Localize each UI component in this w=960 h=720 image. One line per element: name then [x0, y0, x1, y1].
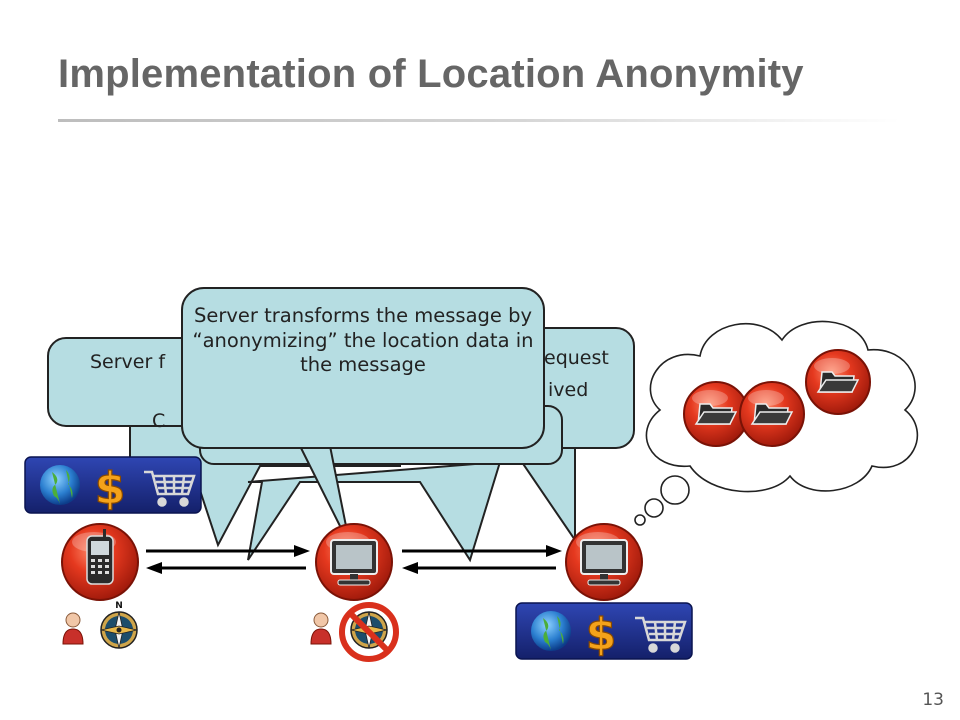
computer-icon	[580, 539, 628, 586]
callout-right-text-line2: ived	[548, 379, 589, 401]
person-icon	[310, 612, 332, 645]
client-node	[61, 523, 139, 601]
person-icon	[62, 612, 84, 645]
folder-icon	[683, 381, 749, 447]
cloud-folders	[683, 349, 871, 447]
page-number: 13	[922, 690, 944, 710]
computer-icon	[330, 539, 378, 586]
callout-left-lower-fragment: C	[152, 410, 166, 432]
mobile-phone-icon	[86, 529, 114, 585]
folder-icon	[739, 381, 805, 447]
callout-left-text-fragment: Server f	[90, 351, 166, 373]
svg-text:N: N	[115, 601, 123, 611]
svg-text:$: $	[95, 463, 126, 514]
shopping-cart-icon	[635, 616, 687, 653]
service-provider-node	[565, 523, 643, 601]
client-identity-location: N	[62, 601, 138, 649]
anonymizer-server-node	[315, 523, 393, 601]
svg-text:$: $	[586, 609, 617, 660]
folder-icon	[805, 349, 871, 415]
arrows	[146, 545, 562, 574]
compass-icon: N	[100, 601, 138, 649]
shopping-cart-icon	[144, 470, 196, 507]
service-tray-client: $	[24, 456, 202, 514]
anonymized-identity-location	[310, 602, 399, 662]
callout-main	[181, 287, 545, 547]
title-underline	[58, 119, 900, 122]
callout-main-text: Server transforms the message by “anonym…	[192, 304, 534, 376]
globe-icon	[531, 611, 571, 651]
dollar-icon: $	[94, 462, 126, 514]
callout-right-text-line1: equest	[544, 347, 609, 369]
service-tray-provider: $	[515, 602, 693, 660]
no-symbol-icon	[339, 602, 399, 662]
dollar-icon: $	[585, 608, 617, 660]
globe-icon	[40, 465, 80, 505]
slide-title: Implementation of Location Anonymity	[58, 52, 804, 96]
